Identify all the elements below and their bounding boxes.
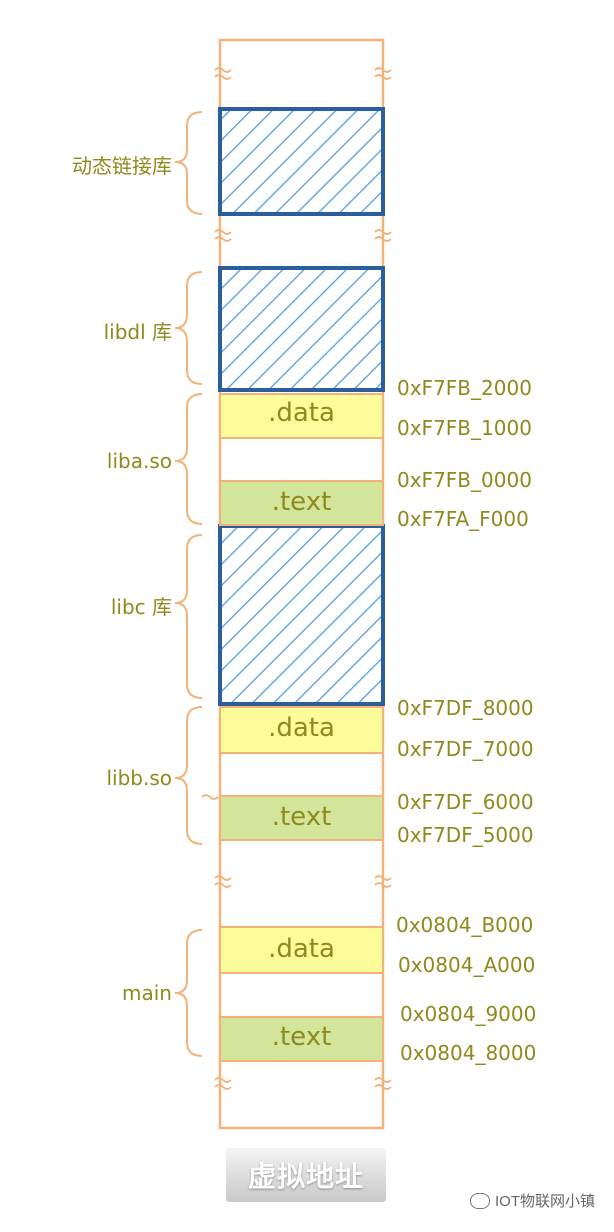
- libc-block: [218, 524, 385, 706]
- region-label-dynamic-libraries: 动态链接库: [72, 154, 172, 178]
- address-label: 0xF7FB_2000: [397, 376, 532, 400]
- address-label: 0x0804_B000: [396, 913, 534, 937]
- address-label: 0xF7FB_0000: [397, 468, 532, 492]
- address-label: 0xF7DF_7000: [397, 737, 534, 761]
- wechat-icon: [470, 1192, 490, 1209]
- region-label-libc: libc 库: [110, 595, 172, 619]
- libb-data-segment: [219, 706, 384, 754]
- liba-data-label: .data: [268, 398, 335, 428]
- main-data-segment: [219, 926, 384, 974]
- liba-text-label: .text: [271, 487, 332, 517]
- region-label-libb: libb.so: [106, 766, 172, 790]
- dynamic-lib-block: [218, 107, 385, 216]
- watermark-text: IOT物联网小镇: [495, 1193, 595, 1210]
- address-label: 0x0804_A000: [398, 953, 536, 977]
- address-label: 0x0804_8000: [400, 1041, 537, 1065]
- break-marks: [201, 67, 392, 1090]
- liba-text-segment: [219, 480, 384, 526]
- address-label: 0xF7FA_F000: [397, 507, 529, 531]
- address-label: 0xF7DF_5000: [397, 823, 534, 847]
- main-text-segment: [219, 1016, 384, 1062]
- watermark: IOT物联网小镇: [470, 1190, 595, 1211]
- virtual-address-title: 虚拟地址: [226, 1148, 386, 1202]
- libb-text-label: .text: [271, 802, 332, 832]
- region-label-main: main: [122, 981, 172, 1005]
- libb-text-segment: [219, 795, 384, 841]
- address-label: 0x0804_9000: [400, 1002, 537, 1026]
- region-label-libdl: libdl 库: [103, 320, 172, 344]
- region-braces: [174, 111, 203, 1057]
- libdl-block: [218, 266, 385, 392]
- libb-data-label: .data: [268, 713, 335, 743]
- address-label: 0xF7DF_6000: [397, 790, 534, 814]
- region-label-liba: liba.so: [106, 449, 172, 473]
- address-label: 0xF7FB_1000: [397, 416, 532, 440]
- liba-data-segment: [219, 393, 384, 439]
- main-data-label: .data: [268, 934, 335, 964]
- main-text-label: .text: [271, 1022, 332, 1052]
- address-label: 0xF7DF_8000: [397, 696, 534, 720]
